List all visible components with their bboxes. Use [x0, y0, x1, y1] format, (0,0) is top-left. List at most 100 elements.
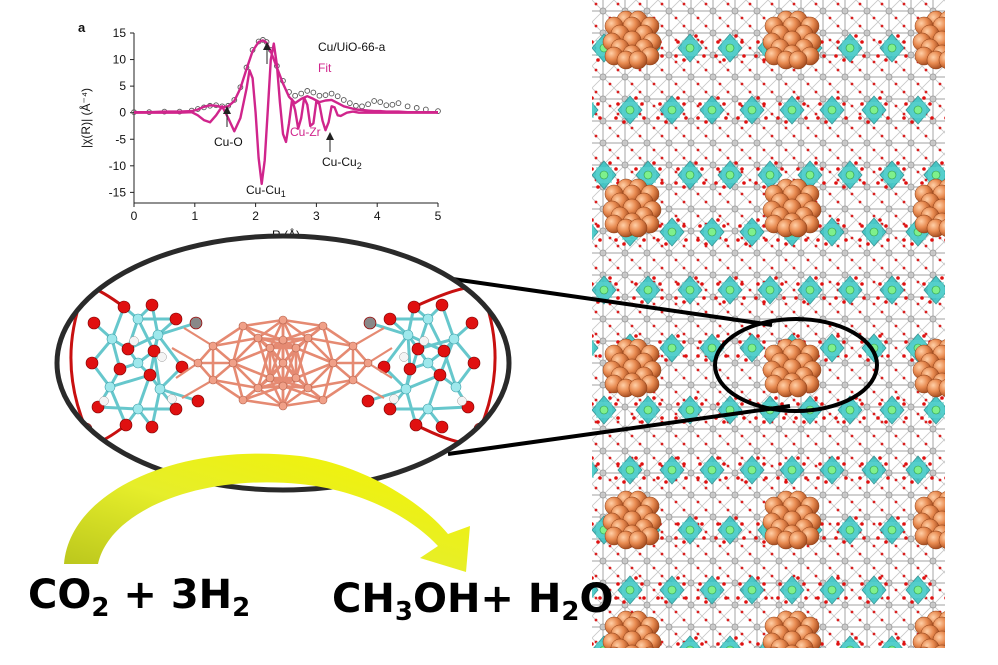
oxygen-atom: [435, 298, 449, 312]
zr-node: [858, 455, 890, 485]
cu-atom: [348, 375, 358, 385]
peak-arrowhead: [263, 42, 271, 50]
zr-o-bond: [108, 386, 128, 426]
cu-atom: [265, 373, 275, 383]
zr-node: [902, 455, 934, 485]
zr-node: [656, 95, 688, 125]
cu-cluster: [912, 610, 945, 648]
zr-node-right: [361, 285, 497, 445]
x-tick-label: 0: [131, 209, 138, 223]
data-point: [298, 90, 305, 97]
zr-node: [902, 95, 934, 125]
zr-node: [834, 515, 866, 545]
cu-cu-bond: [281, 377, 298, 407]
cu-cu-bond: [281, 319, 298, 349]
zr-node: [696, 455, 728, 485]
cu-cu-bond: [295, 361, 334, 380]
zr-node: [876, 515, 908, 545]
oxygen-atom: [169, 402, 183, 416]
zr-atom: [132, 357, 144, 369]
data-point: [365, 101, 371, 108]
cu-cluster-grid: [602, 10, 945, 648]
cu-cluster: [602, 490, 662, 550]
data-point: [310, 89, 317, 96]
y-tick-label: -5: [115, 132, 126, 146]
products-label: CH3OH+ H2O: [332, 576, 613, 627]
zr-node: [676, 635, 704, 648]
oxygen-atom: [383, 312, 397, 326]
zoomed-cluster-model: [54, 233, 512, 493]
legend-data-label: Cu/UiO-66-a: [318, 40, 386, 54]
x-tick-label: 2: [252, 209, 259, 223]
zr-atom: [106, 333, 118, 345]
cu-cluster: [912, 338, 945, 398]
cu-cu-bond: [281, 339, 298, 379]
cu-cu-bond: [231, 362, 245, 401]
zr-node: [632, 275, 664, 305]
zr-node: [656, 333, 688, 363]
cu-atom: [253, 333, 263, 343]
cu-o-bond: [352, 379, 385, 399]
zr-node: [858, 217, 890, 247]
x-tick-label: 1: [191, 209, 198, 223]
zr-node: [592, 395, 620, 425]
cu-atom: [328, 358, 338, 368]
cu-cu-bond: [257, 318, 284, 340]
cu-cluster: [602, 10, 662, 70]
product-ch-sub: 3: [394, 597, 413, 627]
y-tick-label: 10: [113, 53, 127, 67]
hydrogen-atom: [399, 352, 409, 362]
cu-atom: [348, 341, 358, 351]
zr-atom: [152, 329, 164, 341]
hydrogen-atom: [129, 336, 139, 346]
cu-o-bond: [367, 362, 393, 379]
oxygen-atom: [119, 418, 133, 432]
y-tick-label: 5: [119, 79, 126, 93]
zr-node: [614, 575, 646, 605]
cu-cluster: [912, 490, 945, 550]
cu-cu-bond: [242, 318, 284, 328]
zr-node: [876, 395, 908, 425]
cu-cluster: [762, 490, 822, 550]
cu-cluster: [912, 10, 945, 70]
oxygen-atom: [113, 362, 127, 376]
data-point: [413, 105, 420, 111]
cu-cu-bond: [212, 324, 244, 348]
reactant-h: + 3H: [109, 572, 233, 618]
cu-cu-bond: [242, 324, 284, 342]
peak-annotations: Cu-O Cu-Cu1 Cu-Zr Cu-Cu2: [214, 42, 362, 199]
zr-node: [920, 275, 945, 305]
cu-atom: [193, 358, 203, 368]
cu-atom: [303, 383, 313, 393]
y-axis-label: |χ(R)| (Å⁻⁴): [78, 88, 93, 148]
data-point: [292, 92, 298, 99]
cu-cu-bond: [332, 362, 354, 381]
cu-cu-bond: [282, 318, 309, 340]
product-oh: OH+ H: [412, 576, 562, 622]
zr-node: [714, 275, 746, 305]
oxygen-atom: [143, 368, 157, 382]
y-tick-label: -10: [109, 159, 127, 173]
zr-node: [944, 116, 945, 120]
cu-atom: [291, 373, 301, 383]
zr-node: [674, 275, 706, 305]
zr-node: [920, 395, 945, 425]
zr-node: [944, 238, 945, 242]
cu-cu2-arrowhead: [326, 132, 334, 140]
cu-cu-bond: [282, 384, 324, 402]
annotation-cu-zr: Cu-Zr: [290, 125, 321, 139]
oxygen-atom: [145, 420, 159, 434]
panel-label: a: [78, 20, 86, 35]
cu-cu-bond: [322, 378, 354, 402]
oxygen-atom: [361, 394, 375, 408]
carbon-atom: [364, 317, 376, 329]
zr-node: [592, 456, 602, 480]
cu-cu-bond: [282, 386, 309, 408]
product-h-sub: 2: [561, 597, 580, 627]
zr-atom: [132, 403, 144, 415]
zr-atom: [402, 329, 414, 341]
x-tick-label: 4: [374, 209, 381, 223]
zr-node: [592, 160, 620, 190]
cu-cluster: [602, 178, 662, 238]
